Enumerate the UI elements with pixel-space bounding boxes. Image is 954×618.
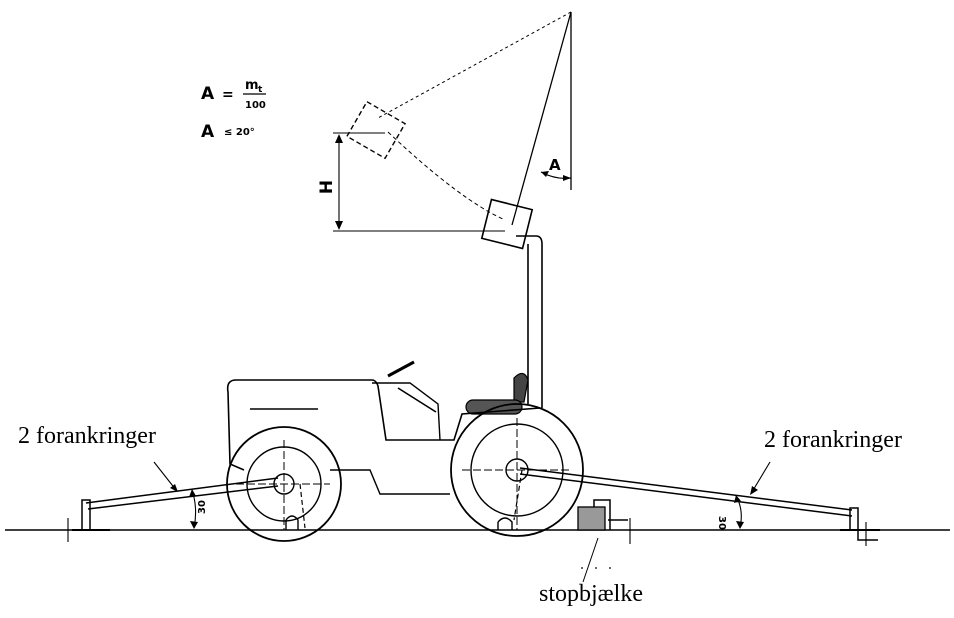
tractor [226,235,584,542]
pendulum-arm [511,11,572,226]
left-angle-label: 30 [197,500,208,514]
pendulum-block-raised [345,100,407,160]
formula-numerator-sub: t [258,85,263,95]
pendulum-block [480,198,534,250]
formula-numerator: m [245,78,259,93]
right-anchor-cable [519,467,853,511]
right-anchor-post [849,507,878,541]
pendulum [333,11,572,250]
left-anchor-post [81,499,91,530]
formula-line1-eq: = [222,87,234,103]
anchors [48,461,880,546]
rear-wheel-chock [497,517,513,530]
frame [330,469,450,495]
pendulum-arm-raised [377,11,572,119]
formula-line2-rel: ≤ 20° [224,127,255,138]
left-anchor-cable [85,477,279,504]
right-angle-label: 30 [716,516,727,530]
formula-line1-lhs: A [201,84,215,104]
left-anchors-label: 2 forankringer [18,423,156,449]
roll-bar [516,235,543,408]
angle-label: A [549,156,561,174]
steering-column [397,387,437,413]
pendulum-swing-arc [387,131,506,221]
steering-wheel [387,360,415,378]
dashboard [372,382,441,441]
formula-denominator: 100 [245,100,266,111]
right-anchors-label: 2 forankringer [764,427,902,453]
formula: A = m t 100 A ≤ 20° [201,78,266,142]
stop-beam-label: stopbjælke [539,581,643,607]
formula-line2-lhs: A [201,122,215,142]
front-wheel-chock [285,515,299,530]
rear-wheel [450,403,584,537]
stop-beam [577,499,628,583]
height-label: H [317,180,337,194]
seat-back [513,372,529,403]
